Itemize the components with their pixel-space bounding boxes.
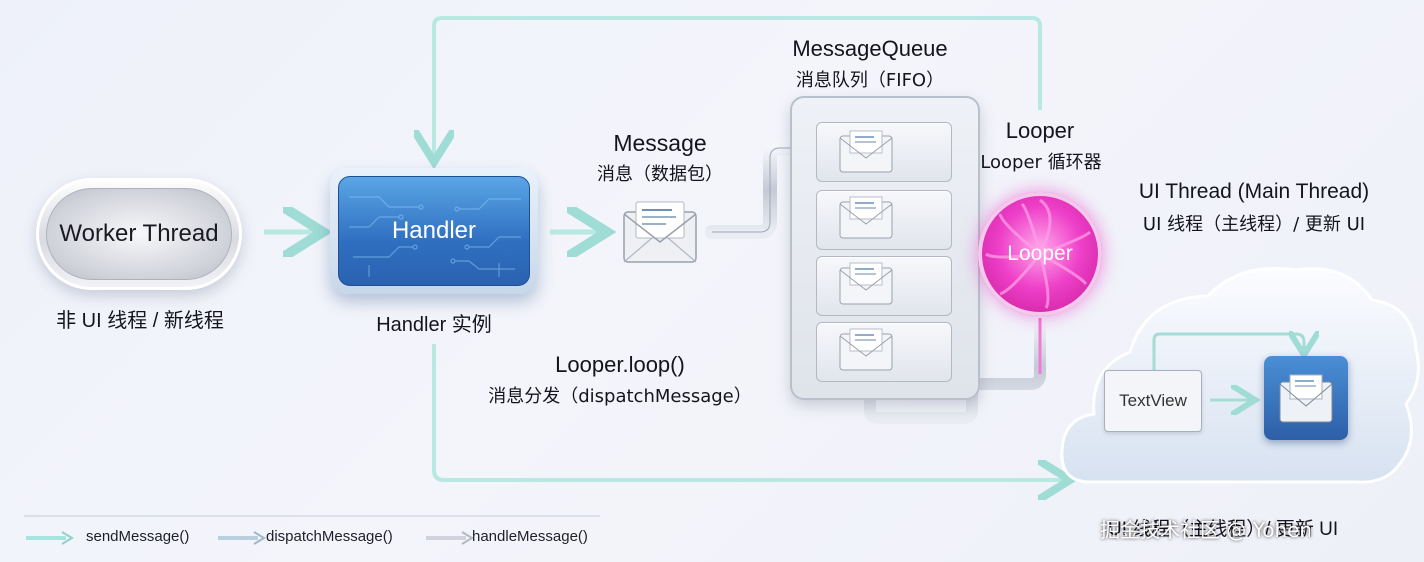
circuit-pattern-icon bbox=[349, 196, 521, 277]
legend: sendMessage() dispatchMessage() handleMe… bbox=[24, 526, 614, 550]
legend-handle-arrow-icon bbox=[426, 531, 474, 545]
queue-subtitle: 消息队列（FIFO） bbox=[795, 70, 945, 91]
looper-title: Looper bbox=[1005, 118, 1075, 143]
loop-title: Looper.loop() bbox=[555, 352, 685, 377]
legend-handle-label: handleMessage() bbox=[472, 528, 588, 545]
queued-envelope-icon bbox=[839, 130, 893, 173]
handler-title: Handler bbox=[391, 217, 477, 244]
looper-subtitle: Looper 循环器 bbox=[980, 152, 1102, 173]
textview-label: TextView bbox=[1119, 391, 1187, 410]
ui-update-box bbox=[1264, 356, 1348, 440]
looper-core-label: Looper bbox=[1007, 242, 1073, 265]
handler-node: Handler bbox=[330, 168, 538, 294]
legend-dispatch-label: dispatchMessage() bbox=[266, 528, 393, 545]
legend-send-arrow-icon bbox=[26, 531, 74, 545]
cloud-arrow-top bbox=[1152, 334, 1304, 370]
message-subtitle: 消息（数据包） bbox=[597, 164, 723, 185]
message-title: Message bbox=[613, 130, 707, 156]
worker-caption: 非 UI 线程 / 新线程 bbox=[56, 310, 224, 332]
looper-node: Looper bbox=[978, 192, 1102, 316]
handler-caption: Handler 实例 bbox=[376, 314, 492, 336]
worker-thread-node: Worker Thread bbox=[36, 178, 242, 290]
legend-send-label: sendMessage() bbox=[86, 528, 190, 545]
watermark: 掘金技术社区 @ Yohen bbox=[1100, 518, 1313, 542]
fan-icon bbox=[985, 198, 1092, 309]
ui-envelope-icon bbox=[1279, 374, 1333, 423]
pipe-queue-looper bbox=[864, 312, 1046, 424]
worker-title: Worker Thread bbox=[59, 220, 219, 247]
queue-title: MessageQueue bbox=[792, 36, 948, 61]
legend-dispatch-arrow-icon bbox=[218, 531, 266, 545]
loop-subtitle: 消息分发（dispatchMessage） bbox=[488, 386, 752, 407]
message-envelope-icon bbox=[623, 201, 697, 263]
ui-thread-subtitle: UI 线程（主线程）/ 更新 UI bbox=[1142, 214, 1366, 235]
queued-envelope-icon bbox=[839, 328, 893, 371]
dispatch-arrow-bottom bbox=[432, 344, 1066, 480]
queued-envelope-icon bbox=[839, 262, 893, 305]
bottom-caption: UI 线程（主线程）/ 更新 UI bbox=[1108, 519, 1339, 540]
queued-envelope-icon bbox=[839, 196, 893, 239]
textview-widget: TextView bbox=[1104, 370, 1202, 432]
return-arrow-top bbox=[434, 16, 1042, 158]
ui-thread-title: UI Thread (Main Thread) bbox=[1138, 180, 1370, 203]
